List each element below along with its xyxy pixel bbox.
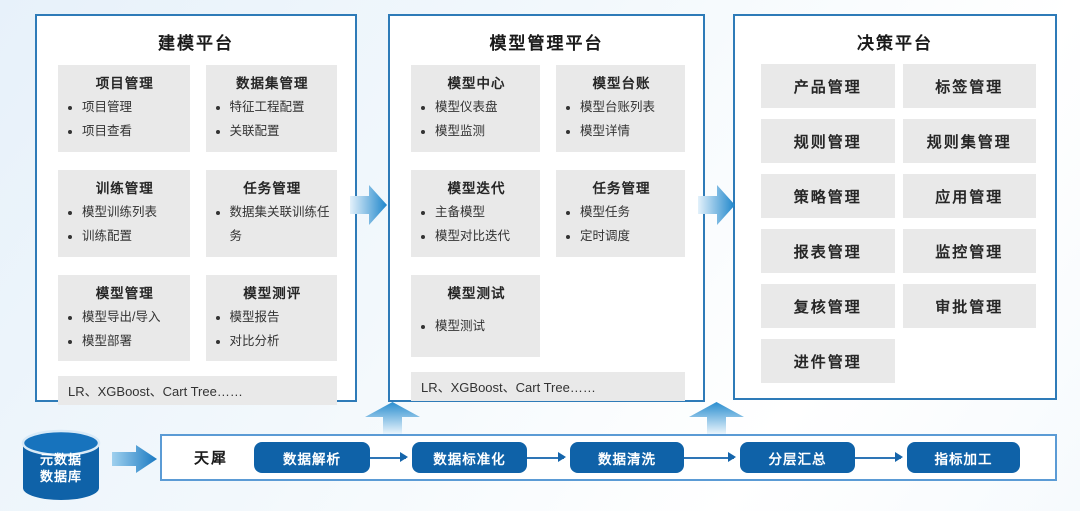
connector-arrow-icon: [527, 452, 566, 462]
up-arrow-icon: [365, 402, 420, 434]
card-item: 模型训练列表: [82, 200, 186, 224]
card-title: 模型管理: [95, 285, 154, 301]
card-title: 任务管理: [592, 180, 651, 196]
card-title: 模型测试: [447, 285, 506, 301]
module-box: 规则集管理: [902, 119, 1036, 163]
card-title: 数据集管理: [236, 76, 309, 91]
connector-arrow-icon: [370, 452, 408, 462]
card-item: 对比分析: [230, 329, 334, 353]
feature-card: 模型台账 模型台账列表 模型详情: [556, 65, 685, 152]
card-grid: 模型中心 模型仪表盘 模型监测 模型台账 模型台账列表 模型详情 模型迭代 主备…: [411, 65, 685, 357]
pipeline-step: 分层汇总: [740, 442, 855, 473]
card-grid: 项目管理 项目管理 项目查看 数据集管理 特征工程配置 关联配置 训练管理 模型…: [58, 65, 337, 362]
card-item: 模型台账列表: [580, 95, 681, 119]
database-label: 元数据 数据库: [18, 451, 104, 485]
card-title: 项目管理: [95, 76, 154, 91]
module-box: 审批管理: [902, 284, 1036, 328]
card-item: 项目查看: [82, 119, 186, 143]
module-box: 策略管理: [761, 174, 895, 218]
card-item: 关联配置: [230, 119, 334, 143]
panel-title: 决策平台: [857, 34, 933, 53]
card-item: 主备模型: [435, 200, 536, 224]
metadata-database: 元数据 数据库: [18, 427, 104, 503]
card-item: 模型对比迭代: [435, 224, 536, 248]
card-item: 模型详情: [580, 119, 681, 143]
card-item: 模型监测: [435, 119, 536, 143]
card-title: 模型测评: [243, 285, 302, 301]
algorithms-bar: LR、XGBoost、Cart Tree……: [58, 376, 337, 406]
feature-card: 模型中心 模型仪表盘 模型监测: [411, 65, 540, 152]
database-label-line2: 数据库: [39, 469, 82, 484]
module-box: 复核管理: [761, 284, 895, 328]
feature-card: 模型管理 模型导出/导入 模型部署: [58, 274, 190, 362]
algorithms-bar: LR、XGBoost、Cart Tree……: [411, 371, 685, 401]
panel-model-management-platform: 模型管理平台 模型中心 模型仪表盘 模型监测 模型台账 模型台账列表 模型详情 …: [388, 14, 705, 402]
module-box: 报表管理: [761, 229, 895, 273]
connector-arrow-icon: [684, 452, 736, 462]
feature-card: 项目管理 项目管理 项目查看: [58, 65, 190, 152]
card-title: 模型中心: [447, 76, 506, 91]
module-grid: 产品管理 标签管理 规则管理 规则集管理 策略管理 应用管理 报表管理 监控管理…: [761, 64, 1036, 383]
panel-title: 建模平台: [158, 34, 234, 53]
pipeline-step: 数据解析: [254, 442, 370, 473]
card-title: 训练管理: [95, 180, 154, 196]
engine-label: 天犀: [194, 450, 229, 467]
panel-title: 模型管理平台: [489, 34, 604, 53]
connector-arrow-icon: [855, 452, 903, 462]
panel-modeling-platform: 建模平台 项目管理 项目管理 项目查看 数据集管理 特征工程配置 关联配置 训练…: [35, 14, 357, 406]
pipeline-step: 数据标准化: [412, 442, 527, 473]
card-item: 模型仪表盘: [435, 95, 536, 119]
data-pipeline-box: 天犀 数据解析 数据标准化 数据清洗 分层汇总 指标加工: [160, 434, 1057, 481]
module-box: 监控管理: [902, 229, 1036, 273]
right-arrow-icon: [698, 185, 735, 225]
card-item: 项目管理: [82, 95, 186, 119]
card-title: 模型迭代: [447, 180, 506, 196]
database-icon: [21, 429, 101, 500]
card-item: 模型报告: [230, 305, 334, 329]
feature-card: 数据集管理 特征工程配置 关联配置: [205, 65, 337, 152]
right-arrow-icon: [350, 185, 387, 225]
feature-card: 模型迭代 主备模型 模型对比迭代: [411, 169, 540, 257]
card-item: 模型测试: [435, 314, 536, 338]
card-item: 模型任务: [580, 200, 681, 224]
card-item: 定时调度: [580, 224, 681, 248]
feed-arrow-icon: [112, 445, 157, 473]
card-title: 任务管理: [243, 180, 302, 196]
module-box: 标签管理: [902, 64, 1036, 108]
card-title: 模型台账: [592, 76, 651, 91]
feature-card: 任务管理 数据集关联训练任务: [205, 169, 337, 257]
module-box: 应用管理: [902, 174, 1036, 218]
feature-card: 任务管理 模型任务 定时调度: [556, 169, 685, 257]
feature-card: 训练管理 模型训练列表 训练配置: [58, 169, 190, 257]
feature-card: 模型测试 模型测试: [411, 274, 540, 357]
card-item: 训练配置: [82, 224, 186, 248]
panel-decision-platform: 决策平台 产品管理 标签管理 规则管理 规则集管理 策略管理 应用管理 报表管理…: [733, 14, 1057, 400]
feature-card: 模型测评 模型报告 对比分析: [205, 274, 337, 362]
pipeline-step: 数据清洗: [570, 442, 684, 473]
card-item: 模型导出/导入: [82, 305, 186, 329]
up-arrow-icon: [689, 402, 744, 434]
module-box: 进件管理: [761, 339, 895, 383]
pipeline-step: 指标加工: [907, 442, 1020, 473]
module-box: 产品管理: [761, 64, 895, 108]
module-box: 规则管理: [761, 119, 895, 163]
database-label-line1: 元数据: [39, 452, 82, 467]
card-item: 模型部署: [82, 329, 186, 353]
card-item: 数据集关联训练任务: [230, 200, 334, 249]
card-item: 特征工程配置: [230, 95, 334, 119]
